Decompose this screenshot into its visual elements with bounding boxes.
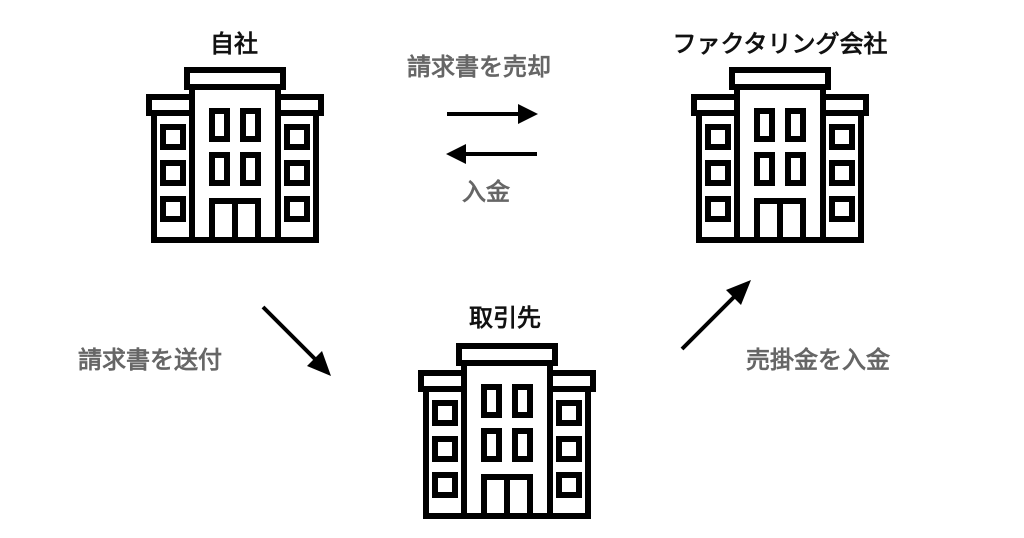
arrow-right-sell-invoice	[447, 104, 538, 124]
node-title-factoring-company: ファクタリング会社	[672, 30, 888, 58]
node-title-client: 取引先	[469, 304, 541, 332]
flow-label-pay-receivable: 売掛金を入金	[746, 346, 890, 374]
office-building-icon	[146, 67, 324, 243]
node-title-own-company: 自社	[210, 30, 258, 58]
flow-label-payment: 入金	[462, 178, 510, 206]
arrow-send-invoice	[261, 305, 331, 376]
arrow-left-payment	[446, 144, 537, 164]
flow-label-send-invoice: 請求書を送付	[78, 346, 222, 374]
arrow-pay-receivable	[680, 280, 751, 351]
office-building-icon	[418, 343, 596, 519]
flow-label-sell-invoice: 請求書を売却	[407, 53, 551, 81]
office-building-icon	[691, 67, 869, 243]
